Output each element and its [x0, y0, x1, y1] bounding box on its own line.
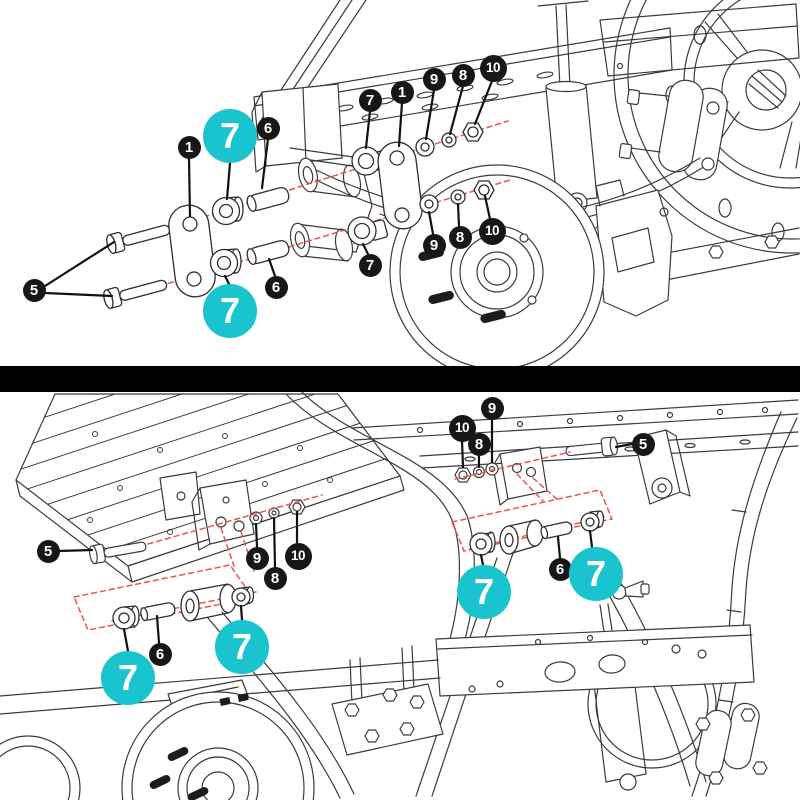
top-panel	[0, 0, 800, 366]
spacer-box2	[540, 521, 573, 540]
bolt-lower	[103, 279, 168, 310]
bushing-upper	[211, 196, 244, 226]
rear-shackle	[695, 702, 768, 785]
bolt-5-left	[89, 541, 147, 565]
panel-separator	[0, 366, 800, 392]
spacer-upper	[246, 187, 290, 213]
spacer-lower	[246, 240, 290, 266]
washer-9-upper	[415, 137, 435, 157]
link-plate-right	[377, 141, 423, 230]
bushing-lower	[209, 248, 242, 278]
nut-10-lower	[473, 180, 495, 200]
link-plate-left	[168, 204, 216, 298]
wheel-illustration	[613, 0, 800, 254]
truck-bed	[15, 393, 405, 583]
washer-9-lower	[419, 194, 439, 214]
brake-caliper	[595, 179, 673, 317]
washer-8-lower	[450, 189, 466, 205]
washer-8-upper	[441, 132, 457, 148]
front-brake-rotor-bottom	[121, 679, 315, 800]
bottom-panel-illustration	[0, 392, 799, 800]
top-panel-illustration	[103, 0, 800, 366]
exploded-hardware-bottom	[112, 510, 605, 630]
brake-rotor	[389, 164, 605, 366]
bolt-upper	[106, 224, 171, 255]
frame-plate	[599, 3, 800, 77]
spring-hanger-bracket-left	[159, 471, 255, 551]
hardware-bottom-left	[249, 499, 306, 525]
leaf-spring-shackle	[618, 79, 728, 181]
small-bushing-box1	[231, 586, 255, 607]
shackle-hanger-right	[633, 429, 691, 505]
spacer-box1	[140, 602, 176, 622]
spring-eye-box1	[180, 583, 237, 622]
flanged-bushing-box2-left	[469, 531, 496, 556]
spring-front-bracket	[289, 147, 373, 262]
frame-bracket-box	[251, 83, 343, 173]
rear-crossmember	[435, 624, 755, 697]
axle-ubolt-plate	[331, 645, 444, 756]
bolt-5-right	[565, 436, 619, 457]
bottom-panel	[0, 392, 800, 800]
flanged-bushing-lower	[347, 216, 389, 246]
nut-10-upper	[462, 122, 484, 142]
arm-eye-box2	[499, 519, 544, 555]
flanged-bushing-box1	[112, 605, 140, 630]
flanged-bushing-box2-right	[580, 510, 605, 532]
